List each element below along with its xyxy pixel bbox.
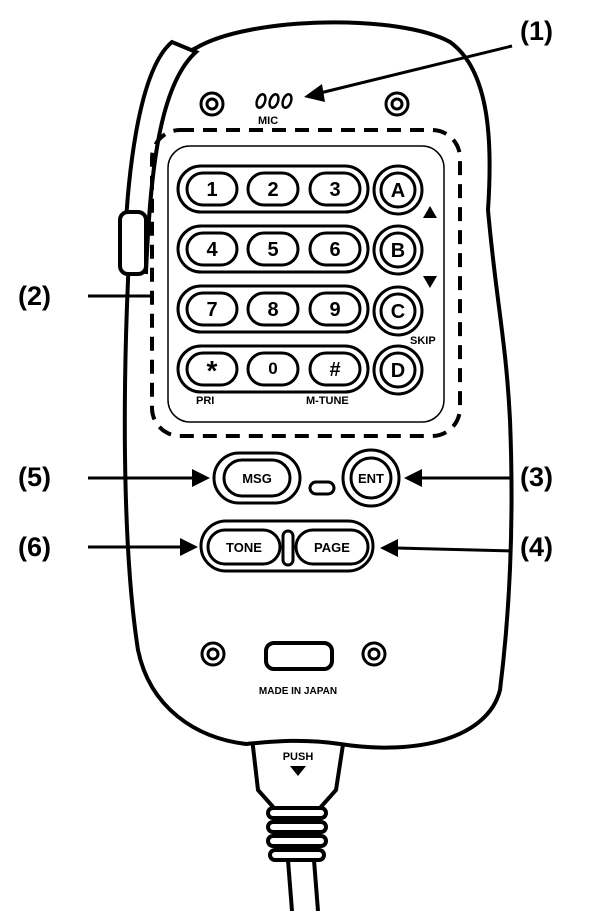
callout-6: (6) (18, 532, 51, 562)
key-hash-label: # (329, 359, 340, 381)
key-5-label: 5 (267, 239, 278, 261)
key-7[interactable]: 7 (185, 291, 239, 327)
down-arrow-icon (423, 276, 437, 288)
keypad-panel (167, 145, 445, 423)
key-star[interactable]: * (185, 351, 239, 387)
key-3[interactable]: 3 (308, 171, 362, 207)
key-3-label: 3 (329, 179, 340, 201)
key-5[interactable]: 5 (246, 231, 300, 267)
callout-5: (5) (18, 462, 51, 492)
key-hash[interactable]: # (308, 351, 362, 387)
up-arrow-icon (423, 206, 437, 218)
strain-relief (266, 806, 328, 862)
mic-label: MIC (258, 115, 278, 127)
skip-label: SKIP (410, 335, 436, 347)
rear-grille (264, 641, 334, 671)
screw-bottom-left (200, 641, 226, 667)
key-1-label: 1 (206, 179, 217, 201)
page-button[interactable]: PAGE (294, 528, 370, 566)
key-0-label: 0 (268, 359, 277, 378)
callout-5-arrowhead (192, 469, 210, 487)
keypad-row-frames (176, 164, 370, 394)
made-in-label: MADE IN JAPAN (259, 686, 337, 697)
key-7-label: 7 (206, 299, 217, 321)
callout-6-arrowhead (180, 538, 198, 556)
msg-button[interactable]: MSG (212, 451, 302, 505)
callout-4-line (395, 546, 513, 553)
callout-3: (3) (520, 462, 553, 492)
tone-button[interactable]: TONE (206, 528, 282, 566)
key-b-label: B (391, 240, 405, 262)
msg-button-label: MSG (242, 471, 272, 486)
key-c-label: C (391, 301, 405, 323)
key-star-label: * (207, 355, 218, 386)
callout-2: (2) (18, 281, 51, 311)
key-0[interactable]: 0 (246, 351, 300, 387)
screw-top-left (199, 91, 225, 117)
key-d-label: D (391, 360, 405, 382)
callout-1-line (315, 44, 513, 96)
pri-label: PRI (196, 395, 214, 407)
key-8[interactable]: 8 (246, 291, 300, 327)
key-c[interactable]: C (372, 285, 424, 337)
screw-top-right (384, 91, 410, 117)
tone-page-divider (281, 529, 295, 567)
key-1[interactable]: 1 (185, 171, 239, 207)
screw-bottom-right (361, 641, 387, 667)
mic-holes (255, 93, 293, 109)
key-b[interactable]: B (372, 224, 424, 276)
key-2-label: 2 (267, 179, 278, 201)
key-9[interactable]: 9 (308, 291, 362, 327)
key-6[interactable]: 6 (308, 231, 362, 267)
ent-button[interactable]: ENT (341, 448, 401, 508)
callout-4-arrowhead (380, 539, 398, 557)
indicator-led (308, 480, 336, 496)
side-ptt-notch (118, 210, 148, 276)
key-4-label: 4 (206, 239, 218, 261)
cable (286, 859, 320, 911)
key-a-label: A (391, 180, 405, 202)
callout-1-arrowhead (304, 84, 325, 102)
callout-1: (1) (520, 16, 553, 46)
key-9-label: 9 (329, 299, 340, 321)
tone-button-label: TONE (226, 540, 262, 555)
push-label: PUSH (283, 751, 314, 763)
callout-4: (4) (520, 532, 553, 562)
key-d[interactable]: D (372, 344, 424, 396)
ent-button-label: ENT (358, 471, 384, 486)
m-tune-label: M-TUNE (306, 395, 349, 407)
keypad-boundary (150, 128, 462, 438)
callout-3-arrowhead (404, 469, 422, 487)
key-4[interactable]: 4 (185, 231, 239, 267)
key-8-label: 8 (267, 299, 278, 321)
key-6-label: 6 (329, 239, 340, 261)
page-button-label: PAGE (314, 540, 350, 555)
push-arrow-icon (290, 766, 306, 776)
key-a[interactable]: A (372, 164, 424, 216)
key-2[interactable]: 2 (246, 171, 300, 207)
